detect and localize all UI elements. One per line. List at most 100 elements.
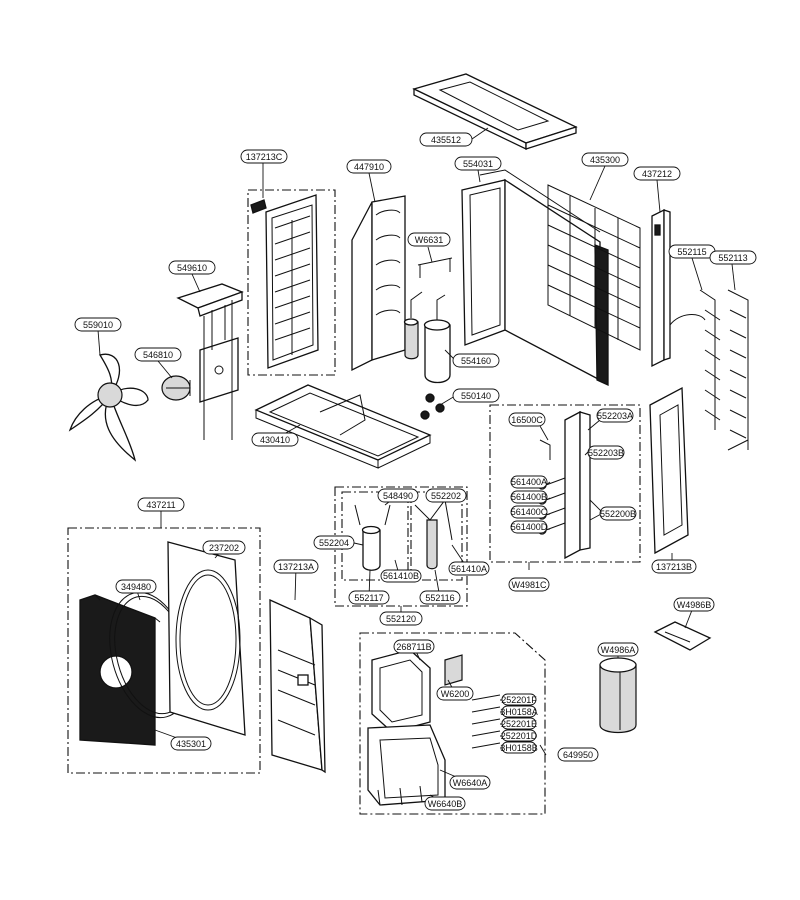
- reactor-assembly: [354, 498, 453, 571]
- part-label-W4981C: W4981C: [508, 577, 550, 592]
- svg-text:561410A: 561410A: [451, 564, 487, 574]
- fan-motor: [161, 375, 191, 401]
- svg-text:437212: 437212: [642, 169, 672, 179]
- insulation-pad: [653, 621, 712, 651]
- svg-text:561400D: 561400D: [511, 522, 548, 532]
- part-label-3H0158A: 3H0158A: [500, 705, 538, 718]
- svg-text:137213C: 137213C: [246, 152, 283, 162]
- part-label-16500C: 16500C: [508, 412, 546, 427]
- part-label-552116: 552116: [419, 590, 461, 605]
- svg-text:561400C: 561400C: [511, 507, 548, 517]
- side-grille-panel: [250, 194, 319, 369]
- part-label-561400D: 561400D: [510, 520, 548, 534]
- svg-text:349480: 349480: [121, 582, 151, 592]
- control-box: [367, 649, 501, 806]
- part-label-552203A: 552203A: [596, 408, 634, 423]
- part-label-552117: 552117: [348, 590, 390, 605]
- svg-text:554031: 554031: [463, 159, 493, 169]
- part-label-237202: 237202: [202, 540, 246, 555]
- part-label-435512: 435512: [419, 132, 473, 147]
- part-label-561410A: 561410A: [448, 561, 490, 576]
- svg-text:430410: 430410: [260, 435, 290, 445]
- svg-text:559010: 559010: [83, 320, 113, 330]
- part-label-552200B: 552200B: [599, 506, 637, 521]
- part-label-546810: 546810: [134, 347, 182, 362]
- part-label-561400A: 561400A: [510, 475, 548, 489]
- part-label-549610: 549610: [168, 260, 216, 275]
- svg-text:649950: 649950: [563, 750, 593, 760]
- base-pan: [254, 384, 432, 469]
- svg-text:552204: 552204: [319, 538, 349, 548]
- svg-text:W6640A: W6640A: [453, 778, 488, 788]
- part-label-437212: 437212: [633, 166, 681, 181]
- part-label-561410B: 561410B: [380, 569, 422, 583]
- group-box-front-grille: [67, 527, 261, 774]
- part-label-W6200: W6200: [436, 686, 474, 701]
- svg-text:W4981C: W4981C: [511, 580, 547, 590]
- part-label-550140: 550140: [452, 388, 500, 403]
- svg-text:435512: 435512: [431, 135, 461, 145]
- svg-text:552116: 552116: [425, 593, 454, 603]
- part-label-3H0158B: 3H0158B: [500, 741, 538, 754]
- front-panel: [167, 541, 246, 736]
- part-label-552202: 552202: [425, 488, 467, 503]
- part-label-268711B: 268711B: [393, 639, 435, 654]
- part-label-252201E: 252201E: [501, 717, 537, 730]
- part-label-554031: 554031: [454, 156, 502, 171]
- condenser-guard: [547, 184, 641, 351]
- cabinet-wrapper: [461, 169, 609, 387]
- svg-text:137213B: 137213B: [656, 562, 692, 572]
- right-side-panel: [649, 386, 689, 555]
- svg-text:W4986A: W4986A: [601, 645, 636, 655]
- part-label-W4986B: W4986B: [673, 597, 715, 612]
- part-label-435301: 435301: [170, 736, 212, 751]
- part-label-552203B: 552203B: [587, 445, 625, 460]
- part-label-437211: 437211: [137, 497, 185, 512]
- part-label-W4986A: W4986A: [597, 642, 639, 657]
- propeller-fan: [68, 353, 149, 462]
- svg-text:435300: 435300: [590, 155, 620, 165]
- left-side-panel: [269, 598, 326, 774]
- part-label-552204: 552204: [313, 535, 355, 550]
- svg-text:W6640B: W6640B: [428, 799, 463, 809]
- svg-text:552113: 552113: [718, 253, 747, 263]
- svg-text:447910: 447910: [354, 162, 384, 172]
- part-label-554160: 554160: [452, 353, 500, 368]
- part-label-W6640A: W6640A: [449, 775, 491, 790]
- part-label-447910: 447910: [346, 159, 392, 174]
- svg-text:552200B: 552200B: [600, 509, 636, 519]
- insulation-roll: [599, 657, 637, 734]
- svg-text:252201F: 252201F: [501, 695, 537, 705]
- svg-text:552117: 552117: [354, 593, 383, 603]
- motor-bracket: [176, 283, 244, 440]
- svg-text:552203B: 552203B: [588, 448, 624, 458]
- svg-text:16500C: 16500C: [511, 415, 543, 425]
- svg-text:561400B: 561400B: [511, 492, 547, 502]
- svg-text:550140: 550140: [461, 391, 491, 401]
- svg-text:W6631: W6631: [415, 235, 444, 245]
- part-label-561400B: 561400B: [510, 490, 548, 504]
- svg-text:554160: 554160: [461, 356, 491, 366]
- svg-text:552120: 552120: [386, 614, 416, 624]
- refrigerant-pipes: [669, 289, 749, 451]
- svg-text:237202: 237202: [209, 543, 239, 553]
- svg-text:137213A: 137213A: [278, 562, 314, 572]
- part-label-W6640B: W6640B: [424, 796, 466, 811]
- svg-text:3H0158B: 3H0158B: [500, 743, 538, 753]
- compressor-support-panel: [351, 195, 406, 372]
- part-label-649950: 649950: [557, 747, 599, 762]
- svg-text:437211: 437211: [146, 500, 175, 510]
- svg-text:W6200: W6200: [441, 689, 470, 699]
- part-label-552120: 552120: [379, 611, 423, 626]
- part-label-559010: 559010: [74, 317, 122, 332]
- compressor: [403, 291, 451, 420]
- part-label-137213A: 137213A: [273, 559, 319, 574]
- group-box-control-box: [359, 632, 546, 815]
- svg-text:252201E: 252201E: [501, 719, 537, 729]
- side-panel-post: [651, 208, 671, 368]
- svg-text:252201D: 252201D: [501, 731, 538, 741]
- svg-text:W4986B: W4986B: [677, 600, 712, 610]
- part-label-548490: 548490: [377, 488, 419, 503]
- group-box-grille-panel: [247, 189, 336, 376]
- group-box-reactor-assembly: [334, 486, 468, 607]
